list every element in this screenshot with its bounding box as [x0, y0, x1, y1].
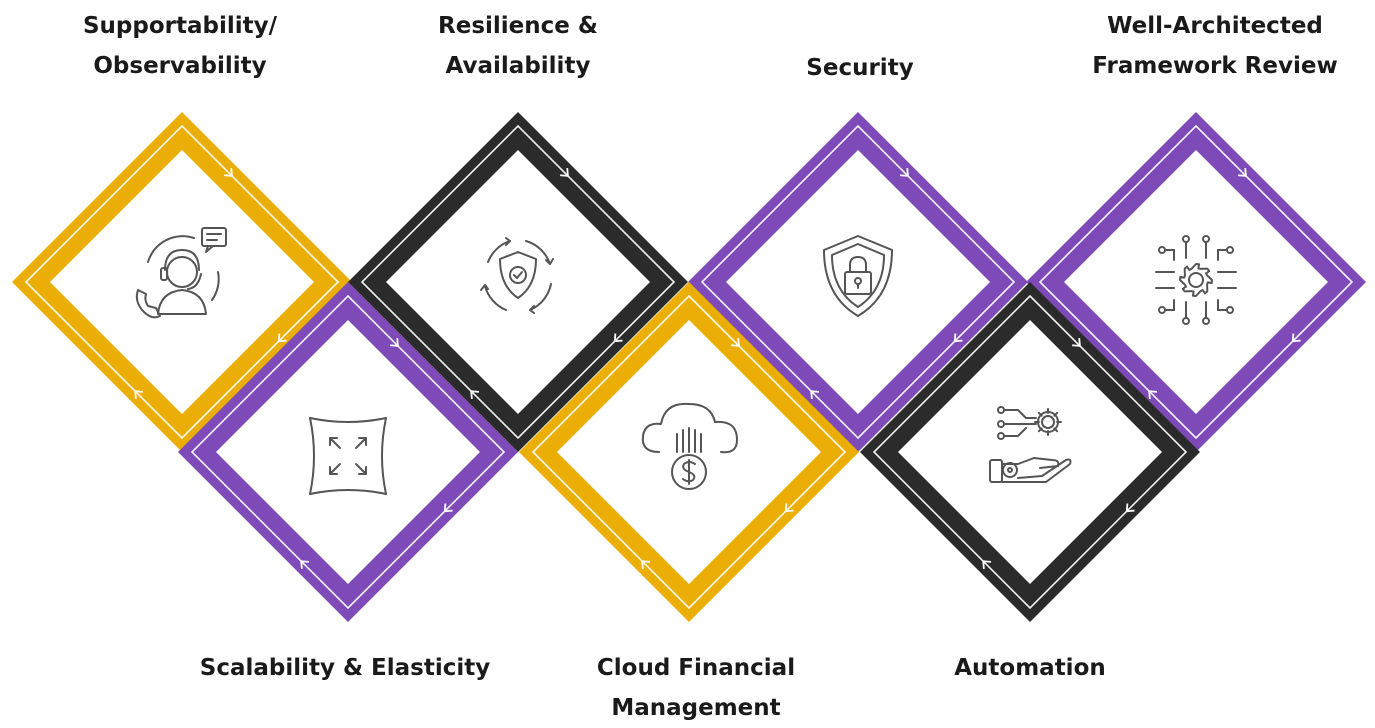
bottom-row-diamonds	[178, 282, 1200, 622]
diamond-track-scalability	[190, 294, 506, 610]
diamond-supportability	[12, 112, 352, 452]
label-resilience: Resilience &Availability	[438, 13, 598, 79]
arrowhead-icon	[953, 333, 963, 343]
arrowhead-icon	[613, 333, 623, 343]
arrowhead-icon	[1125, 503, 1135, 513]
arrowhead-icon	[784, 503, 794, 513]
icons-layer	[135, 227, 1237, 495]
arrowhead-icon	[810, 390, 820, 400]
arrowhead-icon	[1238, 168, 1247, 177]
label-automation: Automation	[954, 655, 1106, 681]
diamond-face-supportability	[50, 150, 314, 414]
shield-cycle-icon	[480, 237, 554, 314]
arrowhead-icon	[443, 503, 453, 513]
diamond-track-automation	[872, 294, 1188, 610]
label-scalability: Scalability & Elasticity	[199, 655, 491, 681]
arrowhead-icon	[1148, 390, 1158, 400]
arrowhead-icon	[641, 560, 651, 570]
robot-arm-gear-icon	[989, 406, 1072, 483]
arrowhead-icon	[134, 390, 144, 400]
label-supportability: Supportability/Observability	[82, 13, 278, 79]
arrowhead-icon	[277, 333, 287, 343]
label-security: Security	[806, 55, 914, 81]
gear-circuit-icon	[1155, 235, 1237, 325]
diamond-face-automation	[898, 320, 1162, 584]
arrowhead-icon	[900, 168, 909, 177]
diamond-track-security	[700, 124, 1016, 440]
diamond-face-scalability	[216, 320, 480, 584]
arrowhead-icon	[300, 560, 310, 570]
diamond-face-well-architected	[1064, 150, 1328, 414]
diamond-track-cloud-financial	[531, 294, 847, 610]
diamond-track-resilience	[360, 124, 676, 440]
arrowhead-icon	[560, 168, 569, 177]
expand-arrows-icon	[309, 417, 387, 495]
arrowhead-icon	[982, 560, 992, 570]
arrowhead-icon	[470, 390, 480, 400]
diamond-automation	[860, 282, 1200, 622]
diamond-track-supportability	[24, 124, 340, 440]
diamond-scalability	[178, 282, 518, 622]
arrowhead-icon	[224, 168, 233, 177]
arrowhead-icon	[390, 338, 399, 347]
diamond-face-security	[726, 150, 990, 414]
diamond-track-well-architected	[1038, 124, 1354, 440]
shield-lock-icon	[823, 235, 893, 317]
customer-support-icon	[135, 227, 227, 319]
arrowhead-icon	[731, 338, 740, 347]
arrowhead-icon	[1291, 333, 1301, 343]
arrowhead-icon	[1072, 338, 1081, 347]
cloud-dollar-icon	[641, 402, 738, 490]
